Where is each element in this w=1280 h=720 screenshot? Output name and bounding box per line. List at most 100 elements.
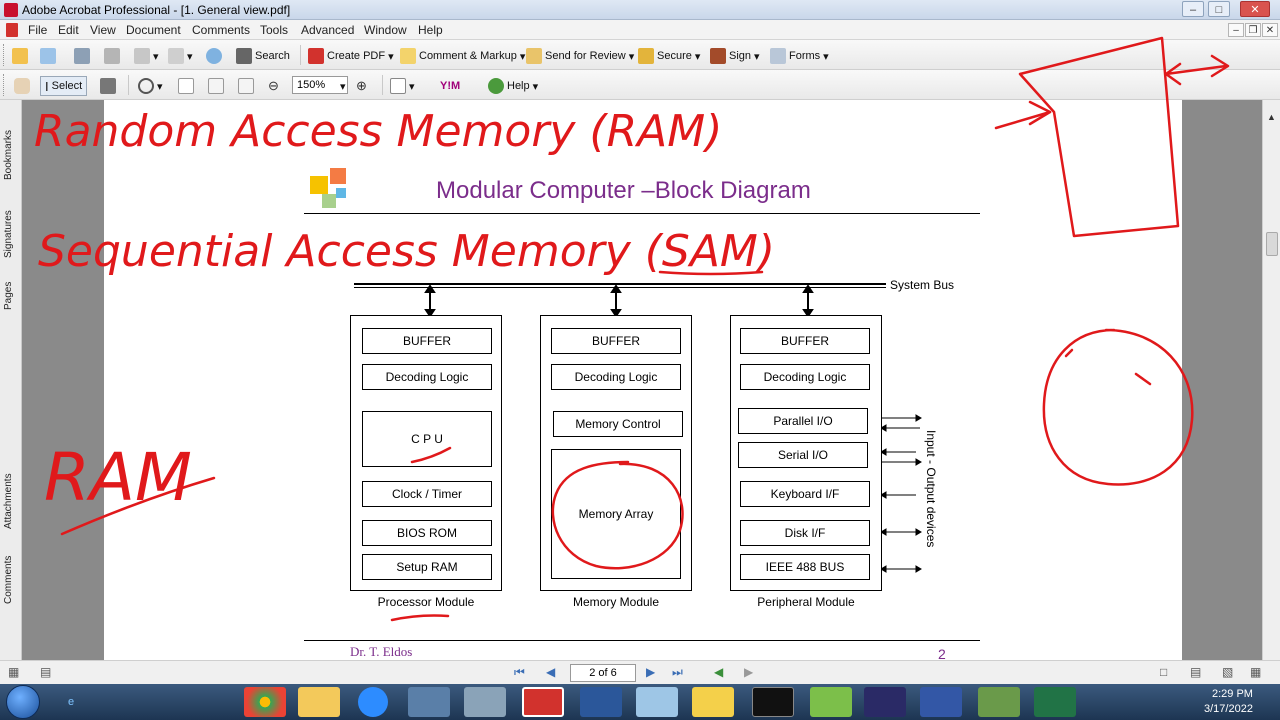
page-number-field[interactable]: 2 of 6 [570, 664, 636, 682]
slide-title: Modular Computer –Block Diagram [436, 177, 811, 204]
memory-module-caption: Memory Module [572, 595, 660, 609]
doc-minimize-button[interactable]: – [1228, 23, 1244, 37]
start-button[interactable] [6, 685, 40, 719]
continuous-facing-view-icon[interactable]: ▦ [1250, 665, 1262, 679]
first-page-icon[interactable]: ⏮ [514, 665, 525, 679]
fit-width-icon[interactable] [238, 76, 254, 96]
python-taskbar-icon[interactable] [692, 687, 734, 717]
vertical-scrollbar[interactable]: ▲ [1262, 100, 1280, 660]
navigation-panel: Bookmarks Signatures Pages Attachments C… [0, 100, 22, 660]
document-icon [6, 23, 18, 37]
single-page-view-icon[interactable]: □ [1160, 665, 1168, 679]
chrome-taskbar-icon[interactable] [244, 687, 286, 717]
send-review-button[interactable]: Send for Review▾ [526, 46, 634, 66]
previous-page-icon[interactable]: ◀ [546, 665, 556, 679]
cmd-taskbar-icon[interactable] [752, 687, 794, 717]
doc-close-button[interactable]: ✕ [1262, 23, 1278, 37]
tray-date[interactable]: 3/17/2022 [1204, 703, 1253, 715]
search-button[interactable]: Search [236, 46, 290, 66]
close-button[interactable]: ✕ [1240, 1, 1270, 17]
system-bus-label: System Bus [890, 278, 955, 292]
explorer-taskbar-icon[interactable] [298, 687, 340, 717]
tab-pages[interactable]: Pages [3, 281, 14, 311]
doc-restore-button[interactable]: ❐ [1245, 23, 1261, 37]
menu-tools[interactable]: Tools [260, 23, 289, 37]
snapshot-icon[interactable] [100, 76, 116, 96]
facing-view-icon[interactable]: ▧ [1222, 665, 1234, 679]
peripheral-module-caption: Peripheral Module [757, 595, 855, 609]
zoom-in-icon[interactable]: ⊕ [356, 78, 367, 93]
zoom-in-tool-icon[interactable]: ▾ [138, 76, 163, 96]
attach-icon[interactable]: ▾ [168, 46, 193, 66]
notepadpp-taskbar-icon[interactable] [810, 687, 852, 717]
secure-button[interactable]: Secure▾ [638, 46, 700, 66]
app-taskbar-icon[interactable] [636, 687, 678, 717]
zoom-dropdown-icon[interactable]: ▾ [340, 80, 346, 93]
go-back-icon[interactable]: ◀ [714, 665, 724, 679]
document-area: Modular Computer –Block Diagram System B… [22, 100, 1262, 660]
help-button[interactable]: Help▾ [488, 76, 538, 96]
word-taskbar-icon[interactable] [580, 687, 622, 717]
fit-page-icon[interactable] [208, 76, 224, 96]
scroll-thumb[interactable] [1266, 232, 1278, 256]
menu-file[interactable]: File [28, 23, 48, 37]
cpu-block: C P U [362, 411, 492, 467]
last-page-icon[interactable]: ⏭ [672, 665, 683, 679]
zoom-out-icon[interactable]: ⊖ [268, 78, 279, 93]
processor-decoding-logic: Decoding Logic [362, 364, 492, 390]
toolbar-separator [382, 75, 383, 95]
acrobat-taskbar-icon[interactable] [522, 687, 564, 717]
calculator-taskbar-icon[interactable] [464, 687, 506, 717]
layout-single-icon[interactable]: ▦ [8, 665, 20, 679]
tab-attachments[interactable]: Attachments [3, 473, 14, 529]
continuous-view-icon[interactable]: ▤ [1190, 665, 1202, 679]
zoom-taskbar-icon[interactable] [358, 687, 388, 717]
forms-button[interactable]: Forms▾ [770, 46, 829, 66]
menu-document[interactable]: Document [126, 23, 181, 37]
menu-view[interactable]: View [90, 23, 116, 37]
slide-logo [310, 168, 352, 212]
email-icon[interactable]: ▾ [134, 46, 159, 66]
print-icon[interactable] [104, 46, 120, 66]
web-icon[interactable] [206, 46, 222, 66]
zoom-level-field[interactable]: 150% [292, 76, 348, 94]
excel-taskbar-icon[interactable] [1034, 687, 1076, 717]
menu-comments[interactable]: Comments [192, 23, 251, 37]
save-icon[interactable] [74, 46, 90, 66]
layout-continuous-icon[interactable]: ▤ [40, 665, 52, 679]
memory-array-block: Memory Array [551, 449, 681, 579]
network-app-taskbar-icon[interactable] [978, 687, 1020, 717]
sign-button[interactable]: Sign▾ [710, 46, 760, 66]
ie-quicklaunch-icon[interactable]: e [68, 696, 75, 708]
menu-help[interactable]: Help [418, 23, 443, 37]
minimize-button[interactable]: – [1182, 1, 1204, 17]
menu-advanced[interactable]: Advanced [301, 23, 355, 37]
tab-signatures[interactable]: Signatures [3, 210, 14, 258]
secure-label: Secure [657, 50, 692, 62]
yim-icon[interactable]: Y!M [440, 80, 461, 92]
tab-comments[interactable]: Comments [3, 555, 14, 605]
slide-page-number: 2 [938, 646, 946, 660]
menu-bar: File Edit View Document Comments Tools A… [0, 20, 1280, 40]
rotate-icon[interactable]: ▾ [390, 76, 415, 96]
scroll-up-arrow-icon[interactable]: ▲ [1267, 112, 1276, 122]
easy68k-taskbar-icon[interactable] [864, 687, 906, 717]
windows-taskbar: e 2:29 PM 3/17/2022 [0, 684, 1280, 720]
menu-edit[interactable]: Edit [58, 23, 79, 37]
organizer-icon[interactable] [40, 46, 56, 66]
sim68k-taskbar-icon[interactable] [920, 687, 962, 717]
comment-markup-button[interactable]: Comment & Markup▾ [400, 46, 525, 66]
create-pdf-button[interactable]: Create PDF▾ [308, 46, 394, 66]
hand-tool-icon[interactable] [14, 76, 30, 96]
go-forward-icon[interactable]: ▶ [744, 665, 754, 679]
tab-bookmarks[interactable]: Bookmarks [3, 130, 14, 181]
tray-time[interactable]: 2:29 PM [1212, 688, 1253, 700]
next-page-icon[interactable]: ▶ [646, 665, 656, 679]
maximize-button[interactable]: □ [1208, 1, 1230, 17]
actual-size-icon[interactable] [178, 76, 194, 96]
open-icon[interactable] [12, 46, 28, 66]
pdf-page: Modular Computer –Block Diagram System B… [104, 100, 1182, 660]
paint-taskbar-icon[interactable] [408, 687, 450, 717]
menu-window[interactable]: Window [364, 23, 407, 37]
